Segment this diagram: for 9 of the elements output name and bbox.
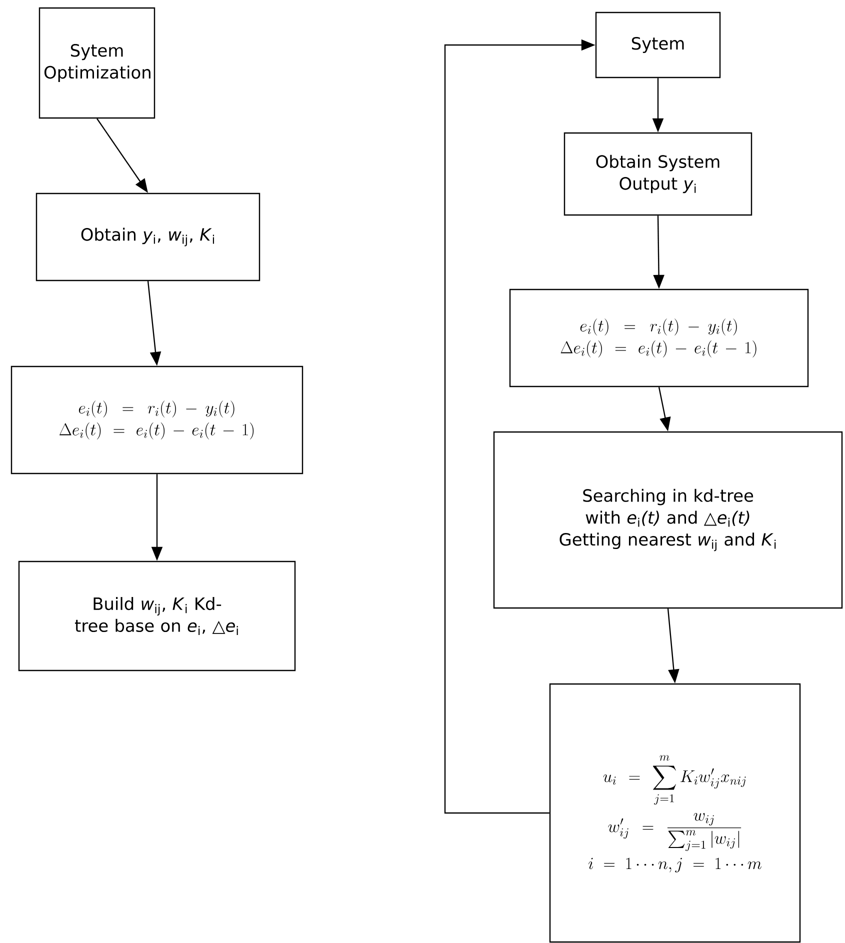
formula-box: $e_i(t)=r_i(t)-y_i(t)$ $\Delta e_i(t)=e_i(t)-e_i(t-1)$ <box>10 366 304 474</box>
formula-box: $e_i(t)=r_i(t)-y_i(t)$ $\Delta e_i(t)=e_i(t)-e_i(t-1)$ <box>509 288 809 388</box>
process-box: Obtain System Output y$_{i}$ <box>564 132 752 216</box>
formula-box: $u_i=\sum_{j=1}^{m}K_i w'_{ij}x_{nij}$ $w'_{ij}=\frac{w_{ij}}{\sum_{j=1}^{m}\left|w_{ij}\right|}$ $i=1\cdots n, j=1\cdots m$ <box>549 683 801 943</box>
process-box: Sytem <box>595 12 721 78</box>
process-box: Sytem Optimization <box>38 7 156 119</box>
process-box: Obtain y$_{i}$, w$_{ij}$, K$_{i}$ <box>36 192 260 282</box>
process-box: Build w$_{ij}$, K$_{i}$ Kd-tree base on e$_{i}$, △e$_{i}$ <box>18 560 296 672</box>
process-box: Searching in kd-tree with e$_{i}$(t) and △e$_{i}$(t) Getting nearest w$_{ij}$ and K$_{i}$ <box>493 431 843 609</box>
